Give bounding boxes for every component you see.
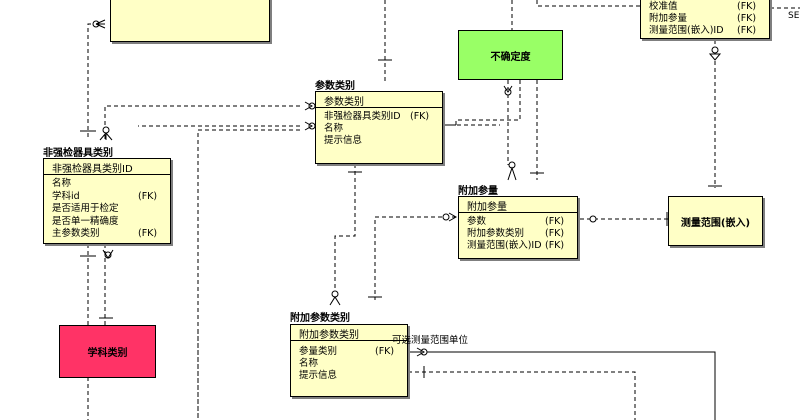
entity-row: 参量类别(FK) [299,346,395,357]
entity-title-param-category: 参数类别 [315,81,355,92]
entity-row: 是否适用于检定 [52,203,119,214]
uncertainty-box[interactable]: 不确定度 [458,30,563,80]
discipline-category-box[interactable]: 学科类别 [59,325,156,378]
entity-row: 名称 [52,178,72,189]
entity-row: 提示信息 [324,135,363,146]
entity-row: 提示信息 [299,370,338,381]
entity-pk: 非强检器具类别ID [44,159,170,175]
entity-row: 主参数类别(FK) [52,228,158,239]
entity-row: 附加参量(FK) [649,13,757,24]
entity-row: 名称 [299,358,319,369]
entity-additional-param-category[interactable]: 附加参数类别 参量类别(FK) 名称 提示信息 [290,324,408,397]
entity-top-left[interactable] [110,0,270,42]
entity-title-non-mandatory-category: 非强检器具类别 [43,148,113,159]
relation-label: 可选测量范围单位 [392,335,469,346]
entity-row: 测量范围(嵌入)ID(FK) [649,25,757,36]
entity-pk: 附加参数类别 [291,325,407,341]
entity-row: 测量范围(嵌入)ID(FK) [467,240,565,251]
entity-row: 附加参数类别(FK) [467,228,565,239]
edge-label: SE [788,11,800,21]
entity-additional-param[interactable]: 附加参量 参数(FK) 附加参数类别(FK) 测量范围(嵌入)ID(FK) [458,196,578,259]
entity-row: 校准值(FK) [649,1,757,12]
entity-row: 名称 [324,123,344,134]
measurement-range-box[interactable]: 测量范围(嵌入) [668,196,763,246]
entity-non-mandatory-category[interactable]: 非强检器具类别ID 名称 学科id(FK) 是否适用于检定 是否单一精确度 主参… [43,158,171,244]
entity-pk: 附加参量 [459,197,577,213]
entity-title-additional-param-category: 附加参数类别 [290,313,350,324]
entity-row: 参数(FK) [467,216,565,227]
entity-row: 非强检器具类别ID(FK) [324,111,430,122]
entity-row: 学科id(FK) [52,190,158,202]
entity-top-right[interactable]: 校准值(FK) 附加参量(FK) 测量范围(嵌入)ID(FK) [640,0,770,39]
entity-title-additional-param: 附加参量 [458,186,498,197]
entity-row: 是否单一精确度 [52,215,119,227]
entity-param-category[interactable]: 参数类别 非强检器具类别ID(FK) 名称 提示信息 [315,91,443,164]
entity-pk: 参数类别 [316,92,442,108]
